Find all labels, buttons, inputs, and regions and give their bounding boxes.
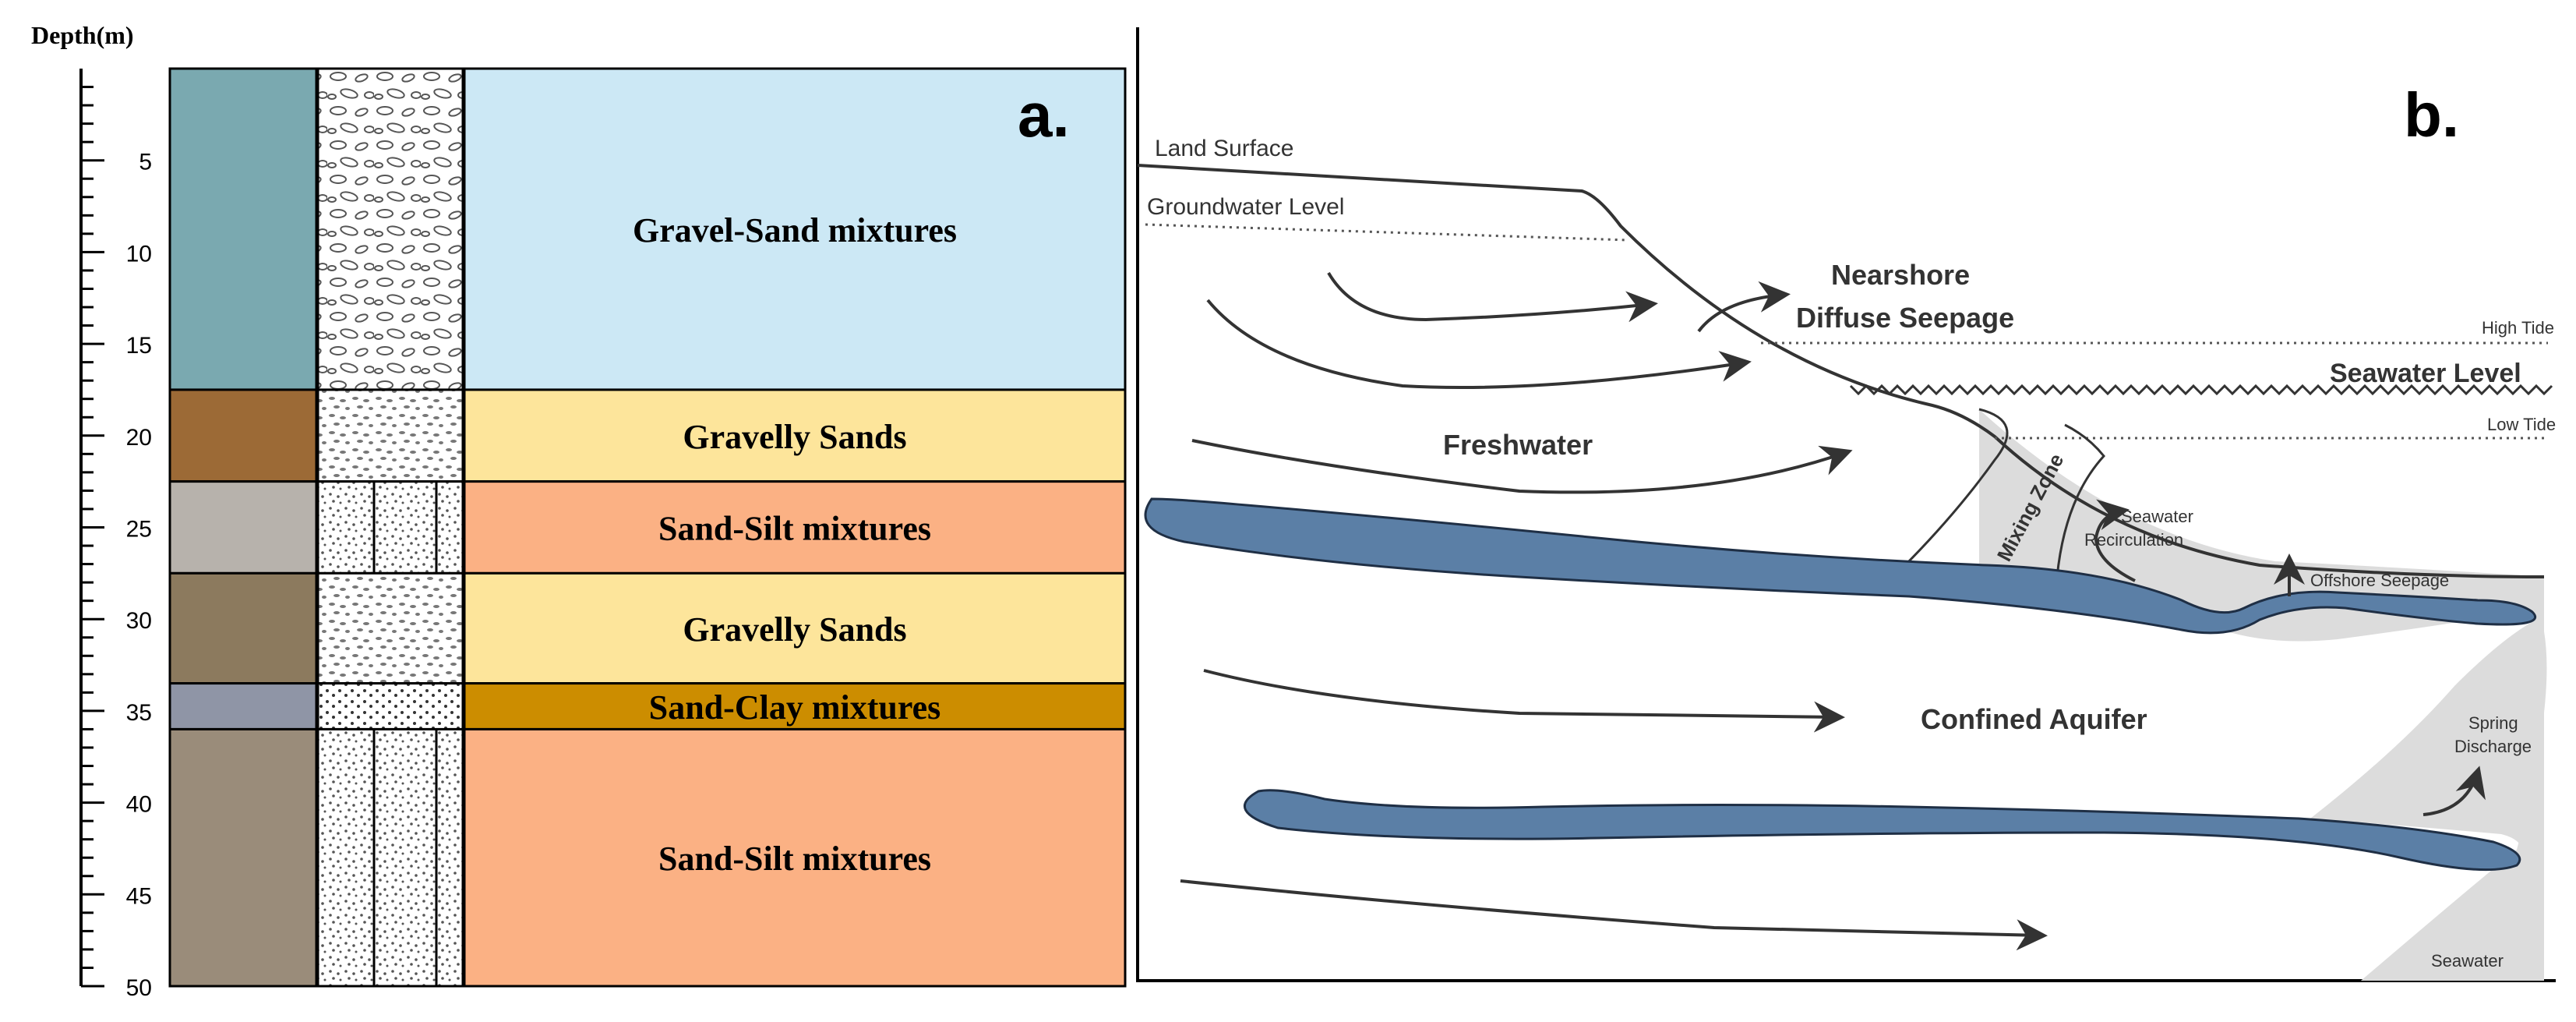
- flow-arrow-2: [1206, 299, 1752, 389]
- spring-discharge-arrow: [2422, 766, 2486, 816]
- lithology-pattern: [316, 67, 464, 391]
- land-surface-line: [1137, 164, 2545, 578]
- depth-tick-label: 20: [126, 425, 152, 451]
- layer-box: [463, 727, 1127, 988]
- core-photo-segment: [168, 727, 318, 988]
- seawater-recirculation-label-1: Seawater: [2121, 507, 2193, 526]
- depth-tick-label: 15: [126, 333, 152, 359]
- high-tide-label: High Tide: [2482, 318, 2554, 338]
- seawater-level-wave: [1849, 384, 2553, 396]
- flow-arrow-3: [1191, 439, 1853, 494]
- seawater-region: [1979, 409, 2547, 981]
- low-tide-label: Low Tide: [2487, 415, 2556, 434]
- nearshore-label: Nearshore: [1831, 259, 1970, 291]
- lithology-pattern: [316, 571, 464, 685]
- layer-box: [463, 67, 1127, 391]
- depth-tick-label: 35: [126, 700, 152, 726]
- core-photo-segment: [168, 388, 318, 483]
- flow-arrow-5: [1180, 879, 2048, 951]
- mixing-zone-right-boundary: [2056, 423, 2105, 578]
- depth-tick-label: 10: [126, 241, 152, 267]
- core-photo-segment: [168, 67, 318, 391]
- depth-tick-label: 45: [126, 883, 152, 909]
- seawater-recirculation-label-2: Recirculation: [2084, 530, 2183, 550]
- panel-b: b. Land Surface Groundwater Level Nearsh…: [1136, 27, 2556, 982]
- depth-axis-title: Depth(m): [31, 21, 134, 49]
- depth-tick-label: 25: [126, 517, 152, 543]
- layer-label: Sand-Silt mixtures: [658, 840, 931, 878]
- lithology-pattern: [316, 388, 464, 483]
- seawater-region-lower: [2310, 616, 2544, 981]
- spring-label: Spring: [2468, 713, 2518, 733]
- panel-b-label: b.: [2404, 80, 2459, 150]
- depth-tick-label: 40: [126, 792, 152, 818]
- layer-label: Sand-Clay mixtures: [649, 688, 940, 727]
- seawater-level-label: Seawater Level: [2330, 359, 2521, 388]
- lithology-pattern: [316, 727, 464, 988]
- flow-arrow-4: [1203, 669, 1845, 733]
- offshore-seepage-label: Offshore Seepage: [2310, 571, 2449, 590]
- land-surface-label: Land Surface: [1155, 136, 1293, 161]
- groundwater-level-label: Groundwater Level: [1147, 194, 1344, 220]
- mixing-zone-left-boundary: [1900, 408, 2009, 571]
- seawater-bottom-label: Seawater: [2431, 951, 2504, 971]
- depth-tick-label: 5: [139, 150, 152, 175]
- layer-label: Gravelly Sands: [683, 610, 906, 649]
- core-photo-segment: [168, 571, 318, 685]
- panel-a-label: a.: [1018, 80, 1070, 150]
- layer-label: Gravelly Sands: [683, 418, 906, 456]
- depth-tick-label: 30: [126, 608, 152, 634]
- diffuse-seepage-label: Diffuse Seepage: [1796, 302, 2014, 334]
- layer-label: Sand-Silt mixtures: [658, 510, 931, 548]
- core-photo-segment: [168, 682, 318, 730]
- lithology-pattern: [316, 682, 464, 730]
- groundwater-level-line: [1145, 223, 1629, 242]
- layer-box: [463, 388, 1127, 483]
- aquitard-lower: [1243, 789, 2521, 872]
- layer-label: Gravel-Sand mixtures: [633, 211, 957, 249]
- recirculation-arrow: [2094, 499, 2136, 582]
- core-photo-segment: [168, 480, 318, 575]
- discharge-label: Discharge: [2454, 737, 2532, 756]
- flow-arrow-1: [1327, 271, 1658, 323]
- depth-tick-label: 50: [126, 975, 152, 1001]
- depth-ticks: 5 10 15 20 25 30 35 40 45 50: [81, 86, 152, 1001]
- confined-aquifer-label: Confined Aquifer: [1921, 703, 2147, 735]
- freshwater-label: Freshwater: [1443, 429, 1593, 461]
- layer-box: [463, 480, 1127, 575]
- lithology-pattern: [316, 480, 464, 575]
- nearshore-arrow: [1697, 281, 1791, 333]
- panel-a: Depth(m) 5 10 15 20 25 30 35 40 45 50 Gravel-Sand…: [31, 21, 1127, 1001]
- aquitard-upper: [1144, 497, 2537, 635]
